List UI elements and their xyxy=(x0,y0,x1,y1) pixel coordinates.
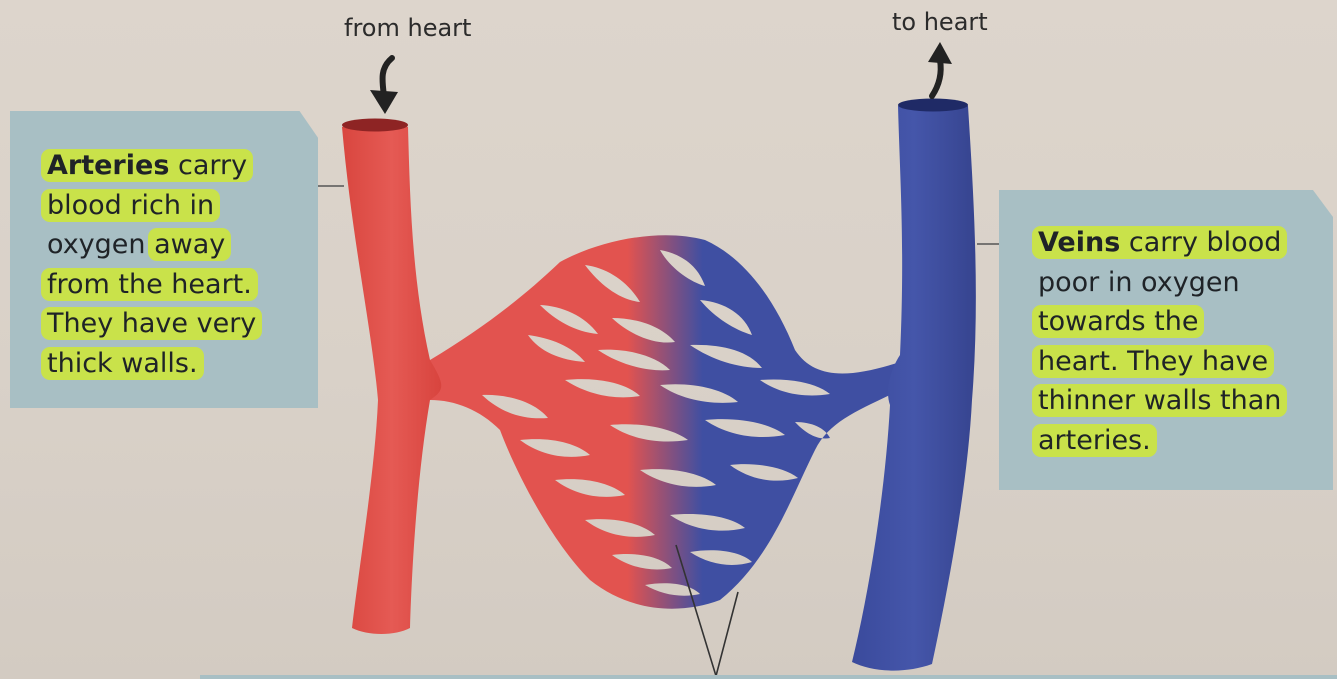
artery-line-2: blood rich in xyxy=(41,189,220,222)
veins-term: Veins xyxy=(1038,227,1120,258)
vein-opening xyxy=(898,99,968,112)
artery-info-box: Arteries carry blood rich in oxygen away… xyxy=(10,111,318,408)
vein-info-box: Veins carry blood poor in oxygen towards… xyxy=(999,190,1333,490)
artery-info-text: Arteries carry blood rich in oxygen away… xyxy=(47,146,256,383)
vein-line-4: heart. They have xyxy=(1032,345,1274,378)
vein-info-text: Veins carry blood poor in oxygen towards… xyxy=(1038,223,1281,460)
vein-line-5: thinner walls than xyxy=(1032,384,1287,417)
artery-line-3a: oxygen xyxy=(47,229,154,260)
vein-line-1: carry blood xyxy=(1120,227,1281,258)
capillary-network xyxy=(430,235,900,608)
vein-line-3: towards the xyxy=(1032,305,1204,338)
artery-line-5: They have very xyxy=(41,307,262,340)
arteries-term: Arteries xyxy=(47,150,169,181)
down-arrow-icon xyxy=(370,58,398,114)
artery-opening xyxy=(342,119,408,132)
artery-line-6: thick walls. xyxy=(41,347,204,380)
artery-vessel xyxy=(342,119,441,635)
up-arrow-icon xyxy=(928,42,952,96)
vein-line-6: arteries. xyxy=(1032,424,1157,457)
vein-line-2: poor in oxygen xyxy=(1038,267,1240,298)
artery-line-4: from the heart. xyxy=(41,268,258,301)
bottom-box-edge xyxy=(200,675,1337,679)
artery-line-1: carry xyxy=(169,150,247,181)
artery-line-3b: away xyxy=(148,228,231,261)
